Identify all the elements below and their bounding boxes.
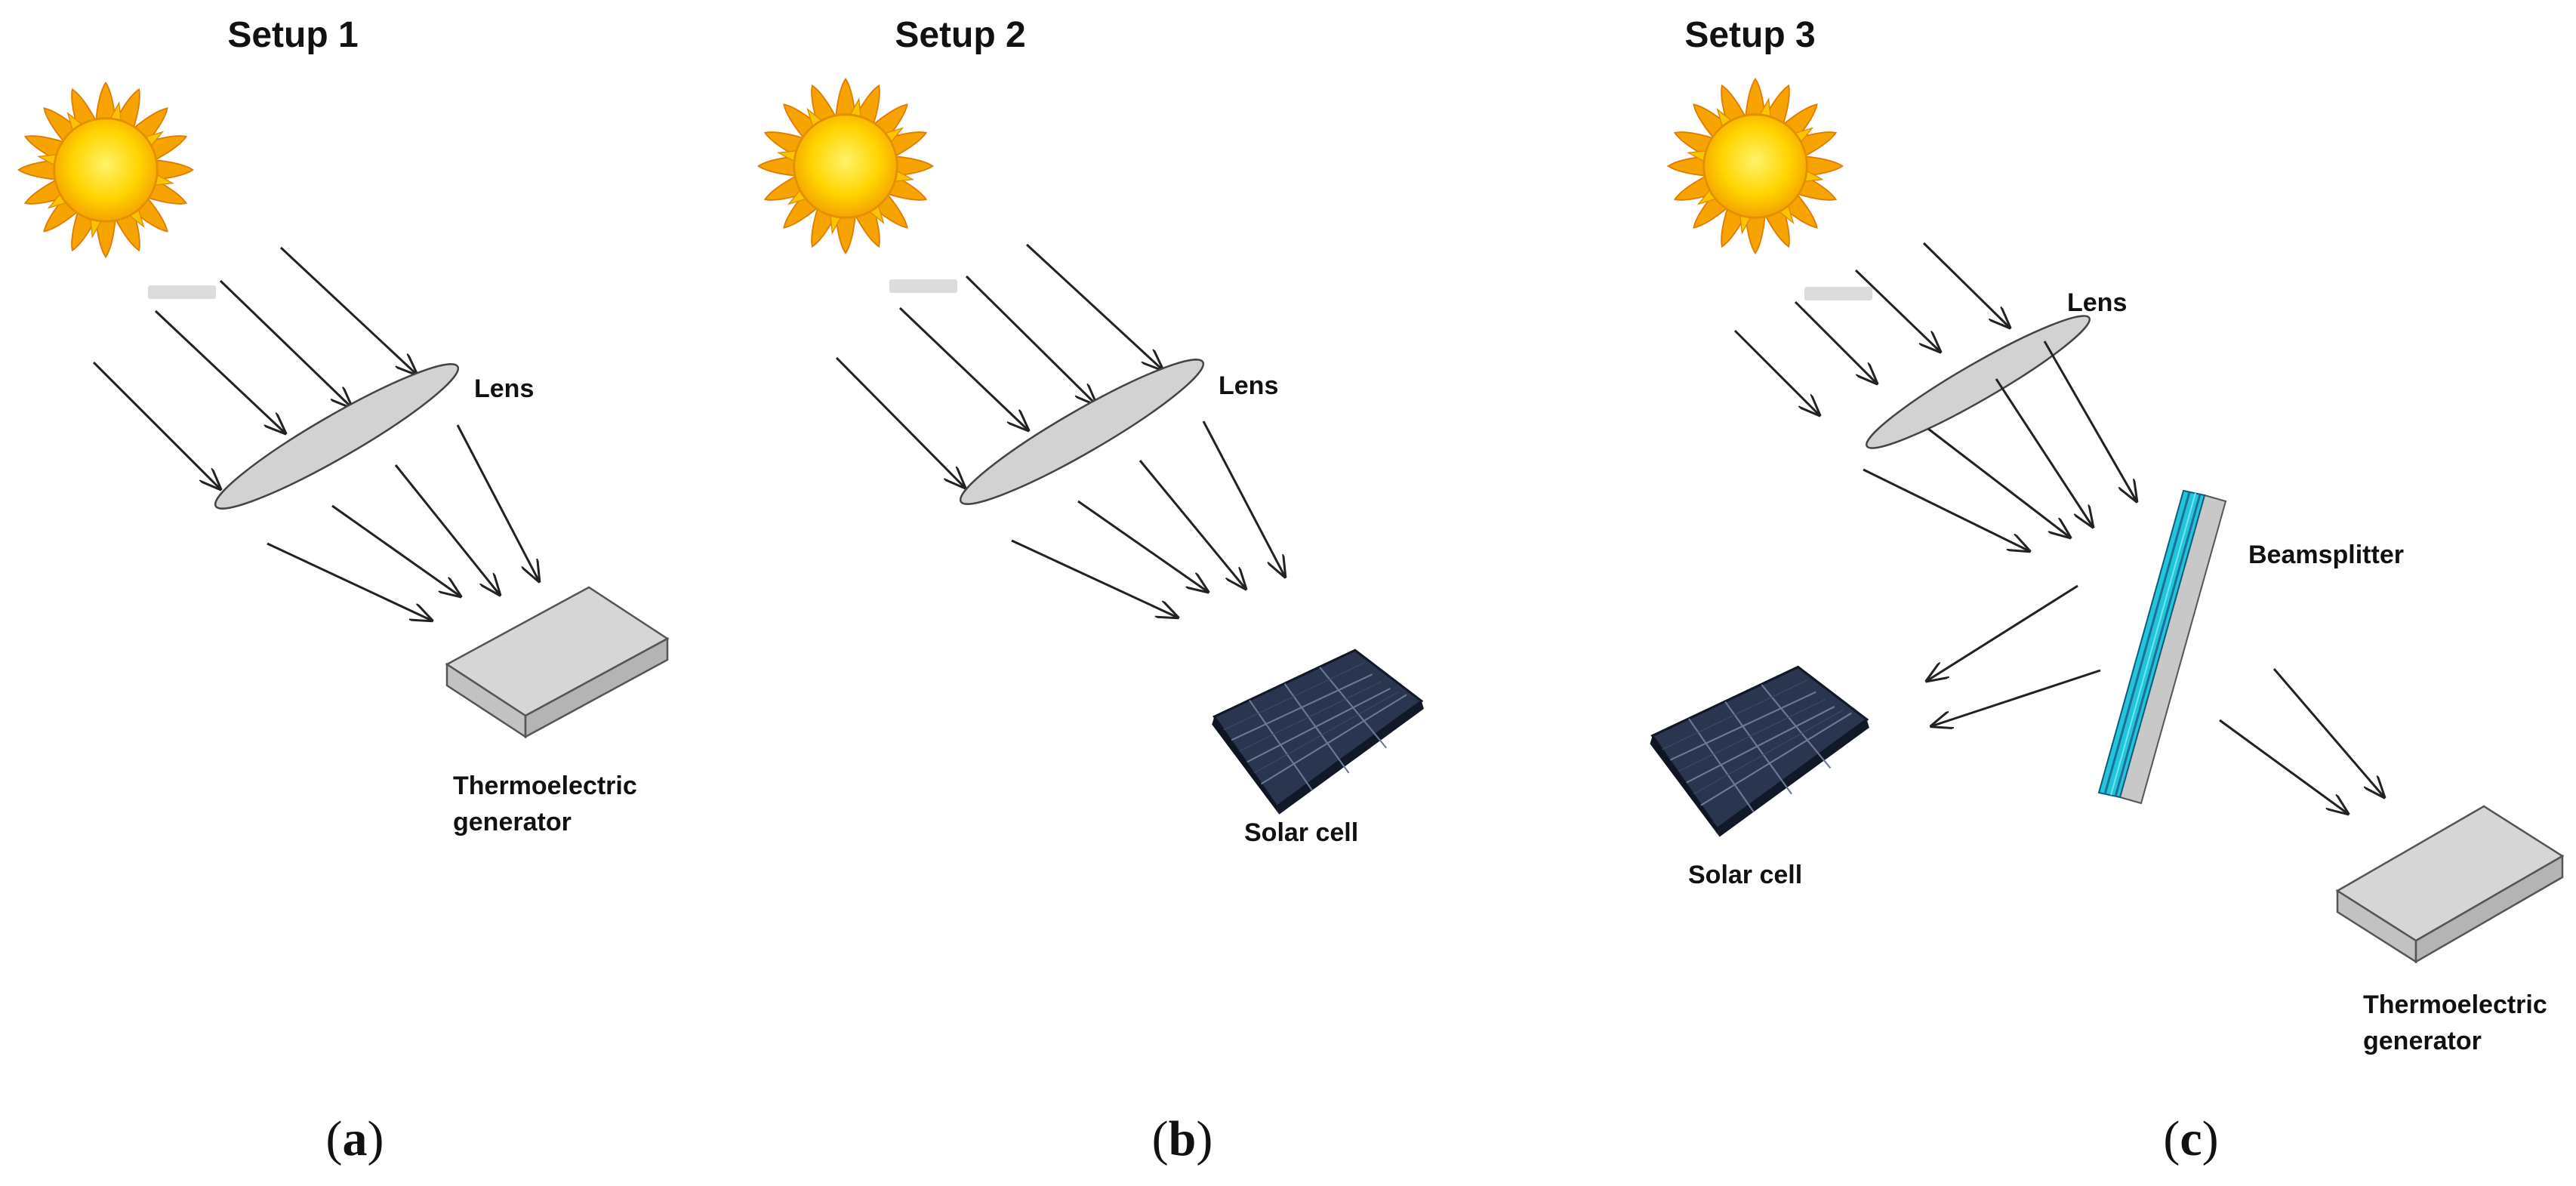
arrow-icon	[1931, 669, 2101, 726]
teg-label-c-line1: Thermoelectric	[2363, 990, 2547, 1019]
arrow-icon	[456, 424, 539, 581]
setup-1-title: Setup 1	[227, 15, 358, 55]
sun-icon	[17, 82, 194, 258]
teg-label-a-line2: generator	[453, 808, 572, 836]
caption-a-letter: a	[343, 1111, 368, 1166]
arrow-icon	[279, 246, 417, 374]
focused-rays-c	[1863, 340, 2137, 551]
arrow-icon	[2219, 719, 2348, 814]
placeholder-tag	[148, 285, 216, 299]
thermoelectric-generator-icon	[2335, 805, 2565, 964]
arrow-icon	[219, 279, 352, 408]
teg-label-a-line1: Thermoelectric	[453, 772, 637, 800]
incoming-rays-a	[92, 246, 417, 489]
focused-rays-a	[267, 424, 539, 621]
solar-label-c: Solar cell	[1688, 861, 1802, 889]
transmitted-rays-c	[2219, 668, 2384, 814]
arrow-icon	[394, 464, 500, 595]
arrow-icon	[1922, 242, 2010, 328]
lens-label-a: Lens	[474, 374, 534, 403]
teg-label-c-line2: generator	[2363, 1027, 2482, 1055]
solar-cell-icon	[1210, 648, 1425, 816]
arrow-icon	[331, 504, 461, 596]
arrow-icon	[1863, 468, 2029, 551]
caption-b: (b)	[1152, 1111, 1213, 1166]
arrow-icon	[835, 356, 965, 488]
arrow-icon	[1733, 329, 1820, 415]
lens-icon	[214, 363, 460, 510]
caption-a: (a)	[326, 1111, 384, 1166]
placeholder-tag	[1804, 287, 1872, 300]
lens-icon	[959, 359, 1205, 505]
arrow-icon	[92, 361, 220, 489]
arrow-icon	[898, 307, 1028, 430]
panel-setup-2: Setup 2 Lens Solar cell (b)	[757, 15, 1425, 1166]
lens-label-c: Lens	[2067, 288, 2127, 317]
incoming-rays-b	[835, 243, 1163, 488]
arrow-icon	[1854, 269, 1940, 352]
arrow-icon	[2043, 340, 2137, 501]
arrow-icon	[1927, 427, 2070, 538]
lens-label-b: Lens	[1219, 371, 1278, 400]
arrow-icon	[1139, 460, 1246, 589]
panel-setup-3: Setup 3 Lens Beamsplitter	[1648, 15, 2565, 1166]
arrow-icon	[267, 542, 432, 621]
focused-rays-b	[1011, 420, 1285, 618]
sun-icon	[1667, 78, 1844, 254]
placeholder-tag	[889, 279, 957, 293]
setup-3-title: Setup 3	[1684, 15, 1815, 55]
incoming-rays-c	[1733, 242, 2010, 415]
arrow-icon	[1794, 300, 1877, 384]
reflected-rays-c	[1927, 584, 2101, 726]
arrow-icon	[1202, 420, 1285, 577]
solar-cell-icon	[1648, 665, 1871, 839]
arrow-icon	[1025, 243, 1163, 370]
lens-icon	[1866, 315, 2091, 449]
arrow-icon	[154, 310, 285, 433]
arrow-icon	[1011, 539, 1178, 618]
solar-label-b: Solar cell	[1244, 818, 1358, 847]
arrow-icon	[1077, 500, 1208, 592]
caption-c-letter: c	[2180, 1111, 2202, 1166]
sun-icon	[757, 78, 934, 254]
beamsplitter-icon	[2097, 489, 2227, 805]
arrow-icon	[1995, 378, 2093, 527]
arrow-icon	[2272, 668, 2384, 797]
beamsplitter-label: Beamsplitter	[2248, 541, 2404, 569]
thermoelectric-generator-icon	[445, 586, 670, 739]
setup-2-title: Setup 2	[895, 15, 1025, 55]
arrow-icon	[1927, 584, 2078, 681]
panel-setup-1: Setup 1 Lens Thermoelectric generator (a…	[17, 15, 670, 1166]
caption-b-letter: b	[1169, 1111, 1197, 1166]
arrow-icon	[965, 275, 1096, 405]
caption-c: (c)	[2163, 1111, 2218, 1166]
